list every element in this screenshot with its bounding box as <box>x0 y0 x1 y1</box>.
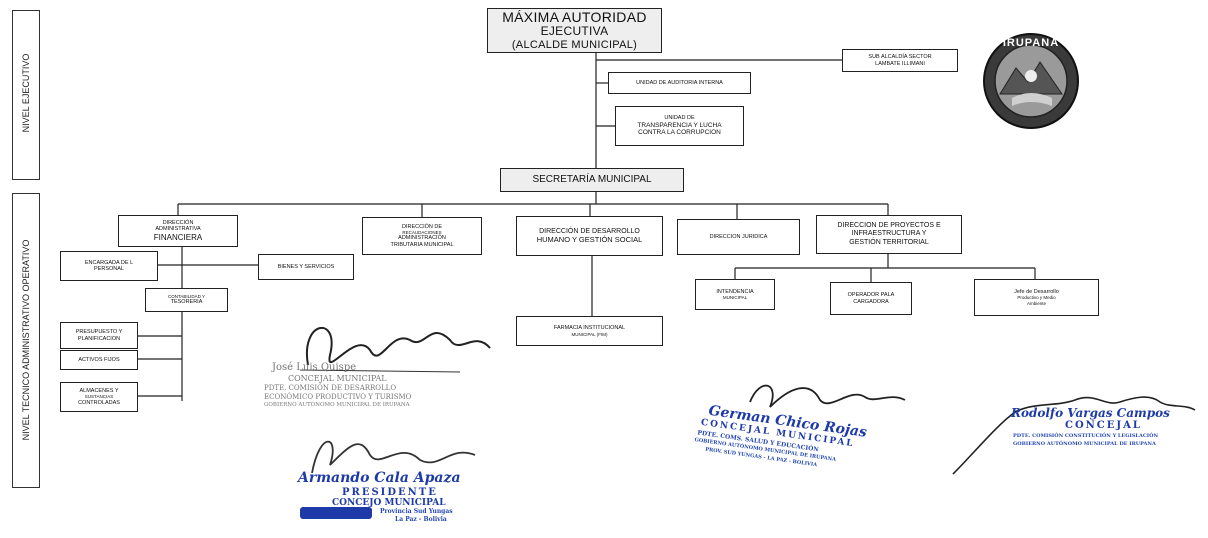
node-text: CARGADORA <box>853 298 889 305</box>
node-text: CONTABILIDAD Y <box>167 294 206 300</box>
node-sub-alcaldia: SUB ALCALDÍA SECTOR LAMBATE ILLIMANI <box>842 49 958 72</box>
signature-scribble-4 <box>952 396 1196 475</box>
node-text: FARMACIA INSTITUCIONAL <box>553 325 626 332</box>
node-text: PLANIFICACION <box>77 335 121 342</box>
node-text: CONTROLADAS <box>78 399 120 406</box>
signature-4: Rodolfo Vargas Campos CONCEJAL PDTE. COM… <box>945 382 1203 482</box>
node-text: SUSTANCIAS <box>84 394 114 400</box>
node-text: PERSONAL <box>94 266 124 272</box>
signature-scribble-3 <box>749 384 906 408</box>
node-jefe-desarrollo: Jefe de Desarrollo Productivo y Medio Am… <box>974 279 1099 316</box>
node-activos-fijos: ACTIVOS FIJOS <box>60 350 138 370</box>
node-text: ACTIVOS FIJOS <box>78 356 120 363</box>
node-text: HUMANO Y GESTIÓN SOCIAL <box>536 234 643 244</box>
node-text: PRESUPUESTO Y <box>75 329 123 336</box>
node-text: ENCARGADA DE L <box>84 259 134 266</box>
sig1-name: José Luis Quispe <box>272 362 357 373</box>
node-text: UNIDAD DE <box>664 115 695 122</box>
node-presupuesto-planificacion: PRESUPUESTO Y PLANIFICACION <box>60 322 138 349</box>
node-text: BIENES Y SERVICIOS <box>277 263 335 270</box>
logo-text: IRUPANA <box>1002 37 1060 49</box>
node-text: CONTRA LA CORRUPCION <box>638 129 721 137</box>
node-text: DIRECCION JURIDICA <box>709 233 768 240</box>
node-text: DIRECCIÓN DE DESARROLLO <box>539 227 640 235</box>
node-text: ADMINISTRATIVA <box>155 226 201 233</box>
signature-2: Armando Cala Apaza PRESIDENTE CONCEJO MU… <box>290 425 495 535</box>
level-operative-label: NIVEL TECNICO ADMINISTRATIVO OPERATIVO <box>21 239 31 441</box>
sig1-role: CONCEJAL MUNICIPAL <box>288 374 387 383</box>
node-text: ALMACENES Y <box>79 388 119 395</box>
sig4-name: Rodolfo Vargas Campos <box>1011 406 1170 420</box>
sig1-line2: ECONÓMICO PRODUCTIVO Y TURISMO <box>264 393 412 401</box>
node-text: (ALCALDE MUNICIPAL) <box>511 39 638 52</box>
node-operador-pala: OPERADOR PALA CARGADORA <box>830 282 912 315</box>
node-contabilidad-tesoreria: CONTABILIDAD Y TESORERIA <box>145 288 228 312</box>
node-text: TESORERIA <box>170 299 203 306</box>
node-maxima-autoridad: MÁXIMA AUTORIDAD EJECUTIVA (ALCALDE MUNI… <box>487 8 662 53</box>
node-text: TRANSPARENCIA Y LUCHA <box>637 121 722 129</box>
sig1-line1: PDTE. COMISIÓN DE DESARROLLO <box>264 384 397 392</box>
node-encargada-personal: ENCARGADA DE L PERSONAL <box>60 251 158 281</box>
level-executive-bar <box>12 10 40 180</box>
level-operative-bar <box>12 193 40 488</box>
node-direccion-recaudaciones: DIRECCIÓN DE RECAUDACIONES ADMINISTRACIÓ… <box>362 217 482 255</box>
node-text: DIRECCIÓN <box>162 220 194 227</box>
node-direccion-desarrollo-humano: DIRECCIÓN DE DESARROLLO HUMANO Y GESTIÓN… <box>516 216 663 256</box>
signature-scribble-1 <box>299 327 491 373</box>
node-text: MÁXIMA AUTORIDAD <box>502 9 647 26</box>
node-text: DIRECCION DE PROYECTOS E <box>837 222 941 230</box>
level-executive-label: NIVEL EJECUTIVO <box>21 53 31 133</box>
sig4-line1: PDTE. COMISIÓN CONSTITUCIÓN Y LEGISLACIÓ… <box>1013 433 1159 439</box>
node-text: SUB ALCALDÍA SECTOR <box>868 54 932 61</box>
signature-3: German Chico Rojas CONCEJAL MUNICIPAL PD… <box>690 372 920 472</box>
node-auditoria-interna: UNIDAD DE AUDITORIA INTERNA <box>608 72 751 94</box>
node-text: Ambiente <box>1026 300 1046 306</box>
node-text: LAMBATE ILLIMANI <box>875 60 925 67</box>
node-text: EJECUTIVA <box>540 24 609 39</box>
signature-scribble-2 <box>311 440 476 474</box>
node-bienes-servicios: BIENES Y SERVICIOS <box>258 254 354 280</box>
node-almacenes: ALMACENES Y SUSTANCIAS CONTROLADAS <box>60 382 138 412</box>
node-text: RECAUDACIONES <box>402 230 442 236</box>
node-text: Jefe de Desarrollo <box>1014 289 1059 296</box>
sig4-line2: GOBIERNO AUTÓNOMO MUNICIPAL DE IRUPANA <box>1013 441 1156 447</box>
node-text: INFRAESTRUCTURA Y <box>851 230 927 238</box>
sig2-line2: Provincia Sud Yungas <box>380 508 453 515</box>
node-text: GESTIÓN TERRITORIAL <box>849 238 929 246</box>
node-text: SECRETARÍA MUNICIPAL <box>532 174 652 186</box>
node-text: DIRECCIÓN DE <box>401 223 443 230</box>
node-text: Productivo y Medio <box>1017 295 1056 301</box>
node-direccion-proyectos: DIRECCION DE PROYECTOS E INFRAESTRUCTURA… <box>816 215 962 254</box>
node-text: FINANCIERA <box>153 232 203 242</box>
node-direccion-juridica: DIRECCION JURIDICA <box>677 219 800 255</box>
irupana-logo: IRUPANA <box>982 32 1080 130</box>
sig1-line3: GOBIERNO AUTÓNOMO MUNICIPAL DE IRUPANA <box>264 402 410 408</box>
node-transparencia: UNIDAD DE TRANSPARENCIA Y LUCHA CONTRA L… <box>615 106 744 146</box>
sig2-role: PRESIDENTE <box>342 487 438 498</box>
node-text: INTENDENCIA <box>716 288 754 295</box>
node-text: MUNICIPAL <box>722 295 748 301</box>
node-text: MUNICIPAL (FIM) <box>571 331 608 337</box>
sig2-line3: La Paz - Bolivia <box>395 516 447 523</box>
node-farmacia-institucional: FARMACIA INSTITUCIONAL MUNICIPAL (FIM) <box>516 316 663 346</box>
signature-1: José Luis Quispe CONCEJAL MUNICIPAL PDTE… <box>260 310 500 420</box>
node-text: ADMINISTRACIÓN <box>398 235 446 242</box>
node-text: OPERADOR PALA <box>847 292 895 299</box>
sig2-name: Armando Cala Apaza <box>298 470 461 486</box>
node-secretaria-municipal: SECRETARÍA MUNICIPAL <box>500 168 684 192</box>
node-text: TRIBUTARIA MUNICIPAL <box>390 241 454 248</box>
sig2-seal <box>300 507 372 519</box>
sig2-line1: CONCEJO MUNICIPAL <box>332 498 446 508</box>
node-text: UNIDAD DE AUDITORIA INTERNA <box>636 79 723 86</box>
node-intendencia-municipal: INTENDENCIA MUNICIPAL <box>695 279 775 310</box>
sig4-role: CONCEJAL <box>1065 420 1142 431</box>
node-direccion-administrativa: DIRECCIÓN ADMINISTRATIVA FINANCIERA <box>118 215 238 247</box>
